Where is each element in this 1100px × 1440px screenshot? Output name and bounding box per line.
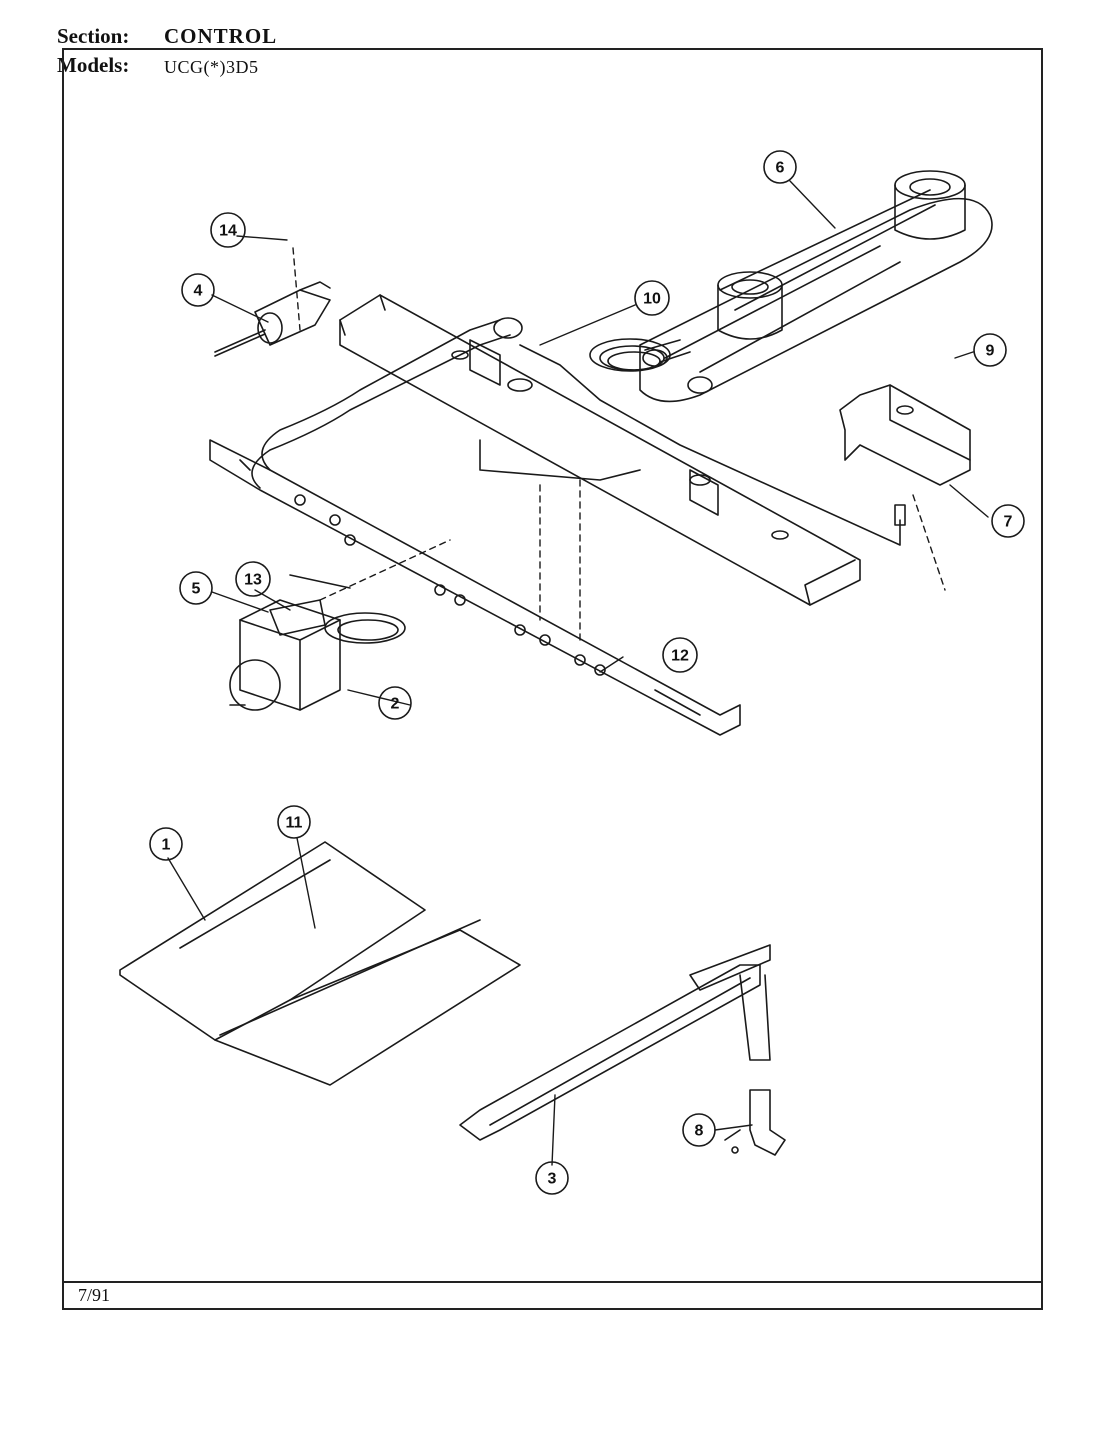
section-label: Section: bbox=[57, 24, 130, 48]
callout-10-label: 10 bbox=[643, 291, 661, 308]
callout-3: 3 bbox=[535, 1161, 569, 1195]
thermostat-capillary bbox=[479, 338, 906, 546]
callout-5-label: 5 bbox=[192, 581, 201, 598]
callout-8: 8 bbox=[682, 1113, 716, 1147]
broiler-shield bbox=[119, 841, 521, 1086]
revision-date: 7/91 bbox=[78, 1285, 111, 1305]
callout-7-label: 7 bbox=[1004, 514, 1013, 531]
callout-9-label: 9 bbox=[986, 343, 995, 360]
callout-7: 7 bbox=[991, 504, 1025, 538]
models-value: UCG(*)3D5 bbox=[164, 57, 259, 77]
callout-14: 14 bbox=[210, 212, 246, 248]
callout-1: 1 bbox=[149, 827, 183, 861]
callout-3-label: 3 bbox=[548, 1171, 557, 1188]
callout-12: 12 bbox=[662, 637, 698, 673]
callout-5: 5 bbox=[179, 571, 213, 605]
callout-9: 9 bbox=[973, 333, 1007, 367]
thermostat bbox=[229, 574, 406, 711]
diagram-frame bbox=[62, 48, 1043, 1310]
models-label: Models: bbox=[57, 53, 130, 77]
callout-1-label: 1 bbox=[162, 837, 171, 854]
footer-divider bbox=[62, 1281, 1043, 1283]
manifold-assembly bbox=[209, 317, 741, 736]
callout-4-label: 4 bbox=[194, 283, 203, 300]
callout-12-label: 12 bbox=[671, 648, 689, 665]
leader-lines bbox=[167, 180, 989, 1166]
callout-4: 4 bbox=[181, 273, 215, 307]
callout-6: 6 bbox=[763, 150, 797, 184]
callout-2-label: 2 bbox=[391, 696, 400, 713]
callout-2: 2 bbox=[378, 686, 412, 720]
burner-assembly bbox=[639, 170, 993, 403]
callout-13-label: 13 bbox=[244, 572, 262, 589]
callout-11: 11 bbox=[277, 805, 311, 839]
section-value: CONTROL bbox=[164, 24, 278, 48]
callout-6-label: 6 bbox=[776, 160, 785, 177]
orifice-valve bbox=[724, 1089, 786, 1156]
burner-tube bbox=[459, 944, 771, 1141]
callout-11-label: 11 bbox=[286, 815, 303, 832]
callout-14-label: 14 bbox=[219, 223, 237, 240]
callout-8-label: 8 bbox=[695, 1123, 704, 1140]
callout-13: 13 bbox=[235, 561, 271, 597]
main-bracket bbox=[339, 294, 861, 606]
callout-10: 10 bbox=[634, 280, 670, 316]
control-valve-bracket bbox=[839, 384, 971, 486]
pilot-valve bbox=[214, 281, 331, 357]
